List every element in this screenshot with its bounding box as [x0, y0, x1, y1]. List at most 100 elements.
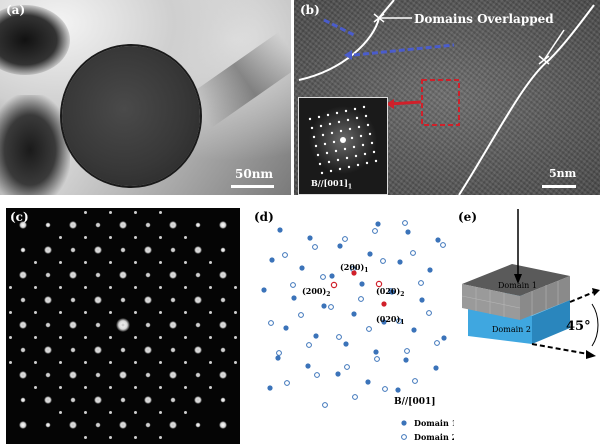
- diffraction-spot: [209, 361, 212, 364]
- diffraction-spot: [34, 361, 37, 364]
- panel-label-e: (e): [458, 210, 477, 224]
- diffraction-spot: [121, 323, 125, 327]
- diffraction-spot: [184, 411, 187, 414]
- domain-1-spot: [395, 387, 401, 393]
- diffraction-spot: [19, 221, 27, 229]
- arrow-head: [514, 274, 522, 284]
- diffraction-spot: [96, 298, 100, 302]
- diffraction-spot: [184, 311, 187, 314]
- fft-spot: [328, 122, 332, 126]
- diffraction-spot: [209, 311, 212, 314]
- diffraction-spot: [84, 386, 87, 389]
- domain-2-spot: [328, 304, 334, 310]
- domain-1-spot: [343, 341, 349, 347]
- diffraction-spot: [209, 386, 212, 389]
- diffraction-spot: [21, 348, 25, 352]
- diffraction-spot: [171, 248, 175, 252]
- panel-label-a: (a): [6, 3, 26, 17]
- domain-1-spot: [261, 287, 267, 293]
- domain-2-spot: [412, 378, 418, 384]
- diffraction-spot: [59, 261, 62, 264]
- diffraction-spot: [196, 398, 200, 402]
- diffraction-spot: [46, 273, 50, 277]
- diffraction-spot: [196, 248, 200, 252]
- diffraction-spot: [146, 398, 150, 402]
- spot-label-020-2: (020)2: [376, 286, 404, 298]
- diffraction-spot: [71, 323, 75, 327]
- fft-spot: [339, 129, 343, 133]
- domain-2-spot: [268, 320, 274, 326]
- block-schematic: Domain 1 Domain 2 45°: [461, 209, 600, 359]
- highlighted-spot-200-1: [351, 270, 357, 276]
- diffraction-spot: [220, 397, 226, 403]
- diffraction-spot: [195, 422, 201, 428]
- diffraction-spot: [46, 248, 50, 252]
- diffraction-spot: [109, 236, 112, 239]
- diffraction-spot: [220, 247, 226, 253]
- fft-spot: [316, 153, 320, 157]
- domain-1-spot: [411, 327, 417, 333]
- diffraction-spot: [221, 323, 225, 327]
- diffraction-spot: [46, 323, 50, 327]
- diffraction-spot: [219, 421, 227, 429]
- domain-1-spot: [313, 333, 319, 339]
- fft-spot: [347, 165, 351, 169]
- zone-axis-label: B//[001]: [394, 397, 435, 407]
- fft-pointer-arrow: [389, 100, 422, 106]
- diffraction-spot: [134, 286, 137, 289]
- diffraction-spot: [121, 398, 125, 402]
- diffraction-spot: [96, 348, 100, 352]
- diffraction-spot: [46, 348, 50, 352]
- cross-marker: [538, 55, 550, 65]
- fft-spot: [308, 117, 312, 121]
- fft-spot: [355, 116, 359, 120]
- diffraction-spot: [221, 273, 225, 277]
- diffraction-spot: [46, 373, 50, 377]
- fft-spot: [344, 109, 348, 113]
- domain-boundary-line: [458, 4, 595, 195]
- diffraction-spot: [134, 261, 137, 264]
- domain-1-spot: [337, 243, 343, 249]
- domain-1-spot: [441, 335, 447, 341]
- scale-bar: [542, 185, 576, 188]
- legend-marker-domain-1: [401, 420, 407, 426]
- diffraction-spot: [134, 411, 137, 414]
- domain-1-spot: [329, 273, 335, 279]
- diffraction-spot: [196, 348, 200, 352]
- fft-spot: [365, 161, 369, 165]
- diffraction-spot: [121, 273, 125, 277]
- highlighted-spot-020-2: [375, 280, 383, 288]
- diffraction-spot: [146, 248, 150, 252]
- fft-spot: [320, 171, 324, 175]
- diffraction-spot: [134, 386, 137, 389]
- fft-spot: [343, 147, 347, 151]
- fft-spot: [330, 131, 334, 135]
- lattice-direction-arrow: [353, 43, 455, 57]
- domain-1-spot: [403, 357, 409, 363]
- diffraction-spot: [9, 311, 12, 314]
- diffraction-spot: [209, 261, 212, 264]
- diffraction-spot: [84, 236, 87, 239]
- fft-spot: [340, 137, 346, 143]
- diffraction-spot: [109, 436, 112, 439]
- domain-1-spot: [427, 267, 433, 273]
- lattice-direction-arrow: [323, 18, 355, 37]
- saed-pattern: [9, 211, 237, 439]
- diffraction-spot: [121, 223, 125, 227]
- domain-2-spot: [366, 326, 372, 332]
- diffraction-spot: [184, 261, 187, 264]
- diffraction-spot: [34, 286, 37, 289]
- diffraction-spot: [159, 436, 162, 439]
- domain-1-spot: [275, 355, 281, 361]
- diffraction-spot: [159, 286, 162, 289]
- diffraction-spot: [34, 336, 37, 339]
- diffraction-spot: [109, 361, 112, 364]
- domain-1-spot: [419, 297, 425, 303]
- domain-2-spot: [336, 334, 342, 340]
- diffraction-spot: [196, 273, 200, 277]
- diffraction-spot: [159, 236, 162, 239]
- fft-spot: [345, 156, 349, 160]
- cross-marker: [373, 13, 385, 23]
- arrow-head: [586, 350, 596, 359]
- diffraction-spot: [96, 223, 100, 227]
